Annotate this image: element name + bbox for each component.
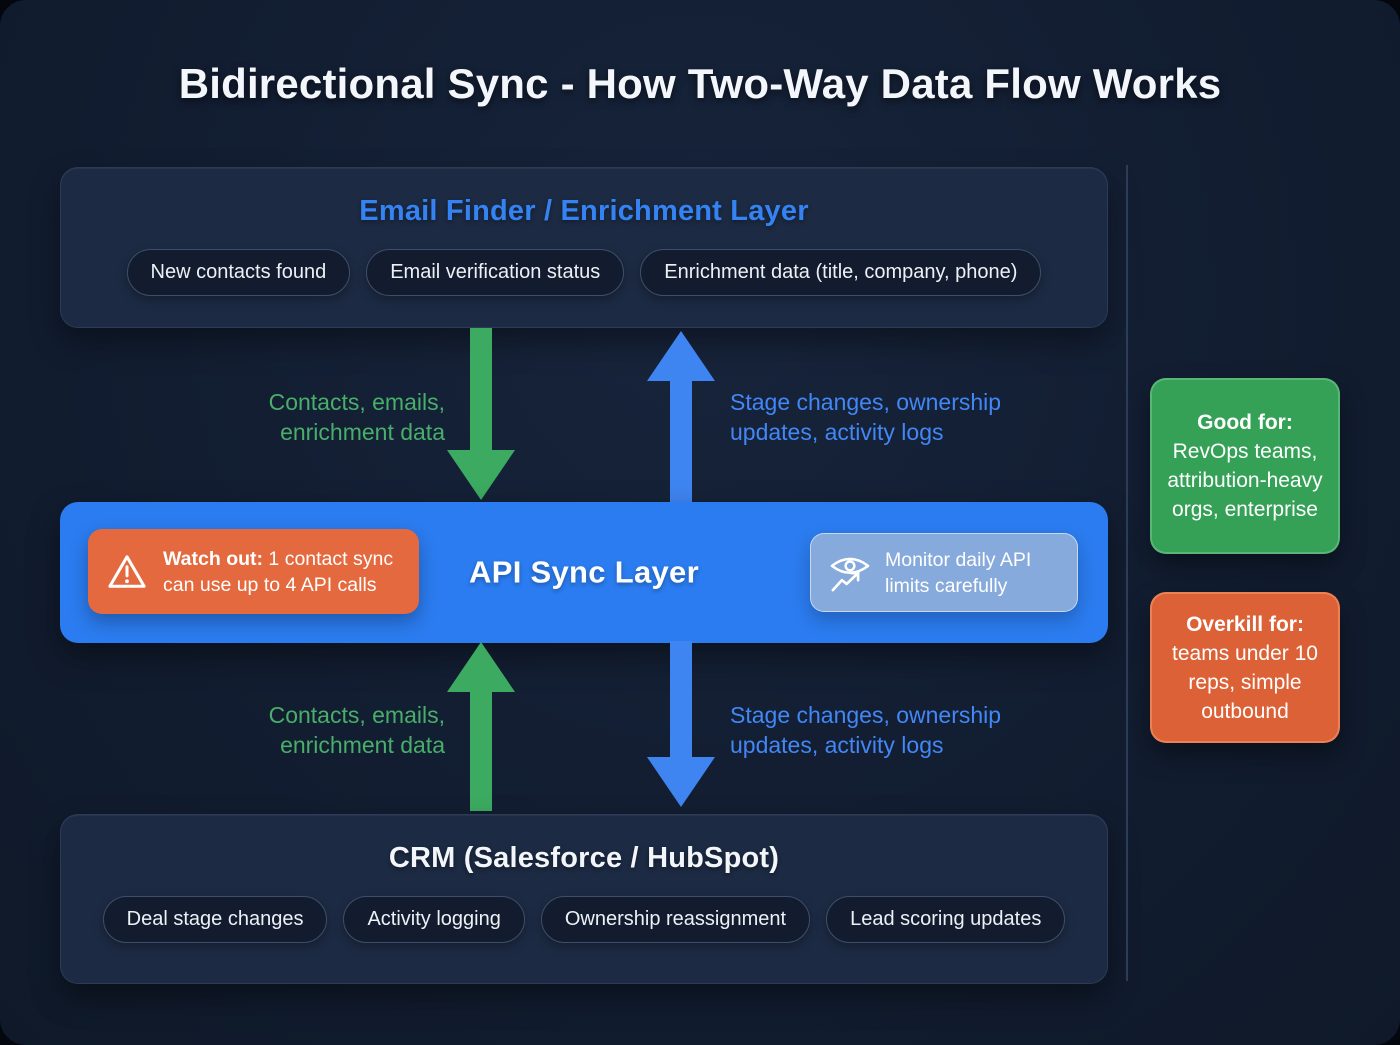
api-warning-label: Watch out: (163, 547, 264, 570)
downstream-label-line2: enrichment data (280, 418, 445, 445)
api-monitor-line1: Monitor daily API (885, 548, 1032, 571)
chip-new-contacts-found: New contacts found (126, 249, 351, 296)
crm-layer-box: CRM (Salesforce / HubSpot) Deal stage ch… (60, 814, 1108, 984)
overkill-for-panel: Overkill for: teams under 10 reps, simpl… (1150, 592, 1340, 743)
downstream-label-lower: Contacts, emails, enrichment data (269, 701, 445, 760)
good-for-body: RevOps teams, attribution-heavy orgs, en… (1167, 440, 1323, 521)
enrichment-layer-title: Email Finder / Enrichment Layer (359, 195, 809, 227)
api-monitor-text: Monitor daily API limits carefully (885, 547, 1031, 599)
chip-enrichment-data: Enrichment data (title, company, phone) (640, 249, 1042, 296)
chip-deal-stage-changes: Deal stage changes (102, 896, 328, 943)
upstream-label-line1: Stage changes, ownership (730, 389, 1002, 415)
upstream-label-upper: Stage changes, ownership updates, activi… (730, 388, 1001, 447)
api-warning-callout: Watch out: 1 contact sync can use up to … (88, 529, 419, 614)
api-sync-layer-title: API Sync Layer (469, 553, 699, 589)
enrichment-layer-box: Email Finder / Enrichment Layer New cont… (60, 167, 1108, 328)
chip-lead-scoring-updates: Lead scoring updates (826, 896, 1066, 943)
api-warning-text: Watch out: 1 contact sync can use up to … (163, 546, 401, 598)
good-for-heading: Good for: (1197, 411, 1293, 434)
enrichment-chip-row: New contacts found Email verification st… (61, 249, 1107, 296)
api-warning-detail: 1 contact sync can use up to 4 API calls (163, 547, 394, 596)
page-title: Bidirectional Sync - How Two-Way Data Fl… (178, 60, 1222, 107)
warning-triangle-icon (108, 554, 146, 588)
overkill-for-heading: Overkill for: (1186, 612, 1304, 636)
good-for-panel: Good for: RevOps teams, attribution-heav… (1150, 378, 1340, 554)
downstream-label-upper: Contacts, emails, enrichment data (269, 388, 445, 447)
upstream-label-lower: Stage changes, ownership updates, activi… (730, 701, 1001, 760)
overkill-for-body: teams under 10 reps, simple outbound (1172, 641, 1318, 723)
crm-chip-row: Deal stage changes Activity logging Owne… (61, 896, 1107, 943)
downstream-label-line1: Contacts, emails, (268, 389, 445, 415)
downstream-label-line2: enrichment data (280, 731, 445, 758)
api-monitor-line2: limits carefully (885, 574, 1008, 597)
downstream-label-line1: Contacts, emails, (268, 702, 445, 728)
upstream-label-line1: Stage changes, ownership (730, 702, 1002, 728)
chip-ownership-reassignment: Ownership reassignment (540, 896, 811, 943)
api-sync-layer-band: Watch out: 1 contact sync can use up to … (60, 502, 1108, 643)
api-monitor-callout: Monitor daily API limits carefully (810, 533, 1078, 612)
upstream-label-line2: updates, activity logs (730, 731, 944, 758)
up-arrow-blue-upper-icon (647, 331, 715, 503)
upstream-label-line2: updates, activity logs (730, 418, 944, 445)
chip-activity-logging: Activity logging (343, 896, 525, 943)
down-arrow-blue-lower-icon (647, 641, 715, 807)
chip-email-verification-status: Email verification status (366, 249, 625, 296)
eye-trend-icon (830, 557, 870, 591)
up-arrow-green-lower-icon (447, 642, 515, 811)
crm-layer-title: CRM (Salesforce / HubSpot) (388, 842, 780, 874)
down-arrow-green-upper-icon (447, 328, 515, 500)
vertical-divider (1126, 165, 1128, 981)
